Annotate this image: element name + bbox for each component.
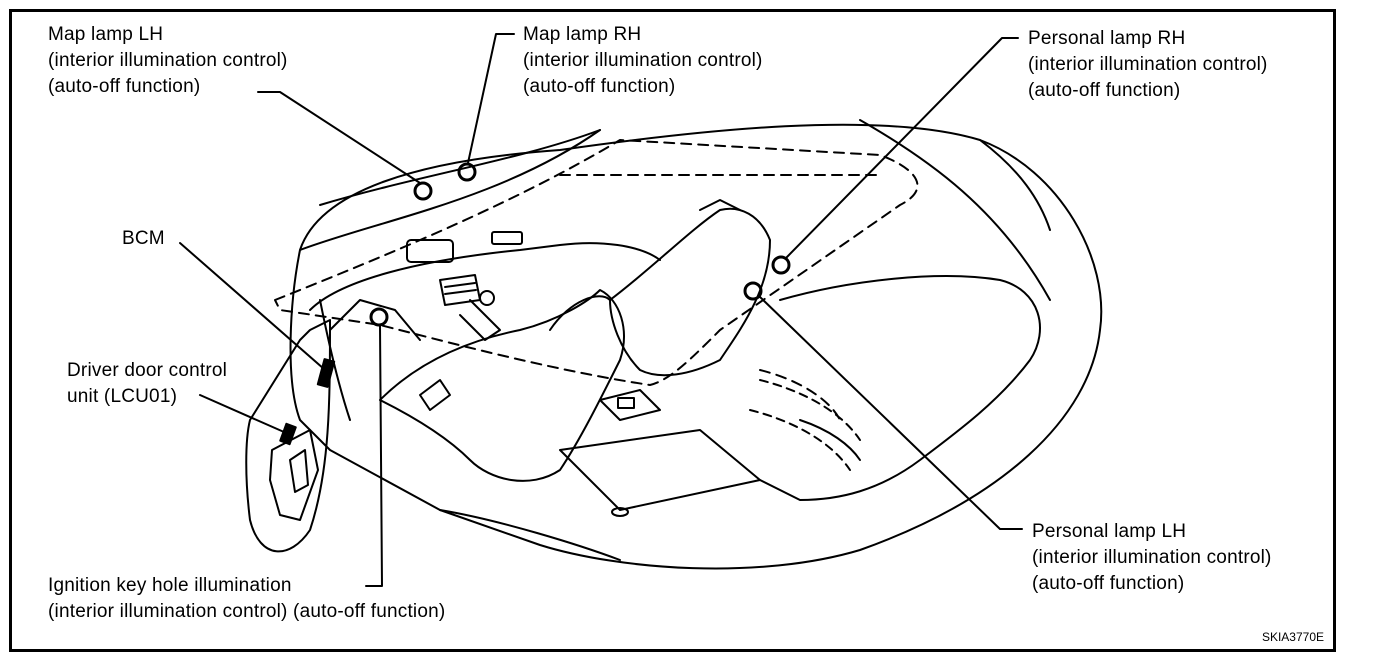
ignition-key-marker <box>369 307 389 327</box>
roof-outline <box>289 123 1103 570</box>
driver-door-label: Driver door control unit (LCU01) <box>67 358 227 410</box>
personal-lamp-lh-label: Personal lamp LH (interior illumination … <box>1032 519 1272 597</box>
personal-lamp-rh-title: Personal lamp RH <box>1028 28 1186 49</box>
map-lamp-lh-label: Map lamp LH (interior illumination contr… <box>48 22 288 100</box>
personal-lamp-rh-func: (auto-off function) <box>1028 80 1181 101</box>
map-lamp-lh-desc: (interior illumination control) <box>48 50 288 71</box>
personal-lamp-rh-desc: (interior illumination control) <box>1028 54 1268 75</box>
map-lamp-lh-func: (auto-off function) <box>48 76 201 97</box>
leader-bcm <box>179 242 325 370</box>
leader-driver-door <box>199 394 285 433</box>
bcm-title: BCM <box>122 228 165 249</box>
map-lamp-rh-desc: (interior illumination control) <box>523 50 763 71</box>
driver-door-unit: unit (LCU01) <box>67 386 178 407</box>
map-lamp-rh-label: Map lamp RH (interior illumination contr… <box>523 22 763 100</box>
bcm-label: BCM <box>122 226 165 252</box>
map-lamp-lh-title: Map lamp LH <box>48 24 164 45</box>
personal-lamp-lh-title: Personal lamp LH <box>1032 521 1187 542</box>
driver-door-panel <box>245 319 331 553</box>
leader-ignition <box>365 325 383 587</box>
personal-lamp-lh-desc: (interior illumination control) <box>1032 547 1272 568</box>
figure-code: SKIA3770E <box>1261 630 1324 644</box>
ignition-title: Ignition key hole illumination <box>48 575 292 596</box>
map-lamp-rh-marker <box>457 162 477 182</box>
bcm-module <box>316 358 336 388</box>
ignition-desc: (interior illumination control) (auto-of… <box>48 601 446 622</box>
dashboard <box>309 242 661 311</box>
leader-map-lamp-rh <box>467 33 515 164</box>
headliner-dashed-outline <box>274 139 919 386</box>
diagram-frame <box>9 9 1336 652</box>
door-control-unit <box>279 422 297 446</box>
personal-lamp-lh-marker <box>743 281 763 301</box>
ignition-label: Ignition key hole illumination (interior… <box>48 573 445 625</box>
rear-seat <box>759 275 1041 501</box>
windshield-header <box>299 129 601 251</box>
personal-lamp-rh-marker <box>771 255 791 275</box>
personal-lamp-rh-label: Personal lamp RH (interior illumination … <box>1028 26 1268 104</box>
map-lamp-rh-title: Map lamp RH <box>523 24 642 45</box>
leader-personal-lamp-rh <box>785 37 1019 259</box>
leader-personal-lamp-lh <box>759 296 1023 530</box>
personal-lamp-lh-func: (auto-off function) <box>1032 573 1185 594</box>
driver-door-title: Driver door control <box>67 360 228 381</box>
map-lamp-rh-func: (auto-off function) <box>523 76 676 97</box>
map-lamp-lh-marker <box>413 181 433 201</box>
driver-seat <box>379 289 625 482</box>
leader-map-lamp-lh <box>257 91 421 184</box>
